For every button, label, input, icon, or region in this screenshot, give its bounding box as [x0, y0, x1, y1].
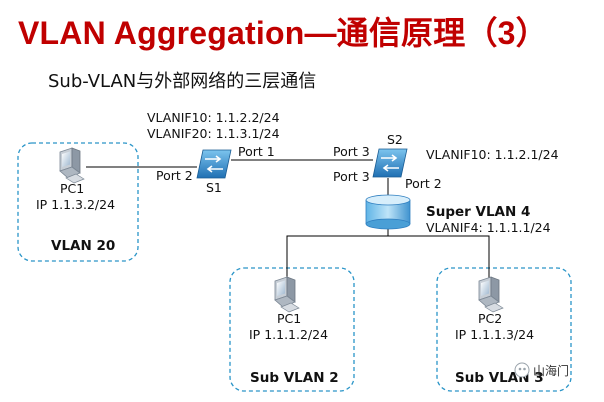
pc-name-label: PC1 [277, 311, 301, 326]
s1-vlanif10-label: VLANIF10: 1.1.2.2/24 [147, 110, 280, 125]
link-supervlan-pc1 [286, 228, 389, 282]
switch-icon [372, 148, 408, 178]
vlan-name-label: Sub VLAN 3 [455, 370, 544, 386]
pc-icon [478, 276, 504, 313]
s1-vlanif20-label: VLANIF20: 1.1.3.1/24 [147, 126, 280, 141]
wechat-logo-icon [514, 362, 530, 378]
super-vlan-vlanif-label: VLANIF4: 1.1.1.1/24 [426, 220, 551, 235]
s1-port-left-label: Port 2 [156, 168, 193, 183]
super-vlan-label: Super VLAN 4 [426, 204, 530, 220]
pc-name-label: PC1 [60, 181, 84, 196]
s2-port-top-label: Port 3 [333, 144, 370, 159]
subvlan3-group-box [436, 267, 572, 392]
switch-icon [196, 149, 232, 179]
pc-ip-label: IP 1.1.1.2/24 [249, 327, 328, 342]
s1-port-right-label: Port 1 [238, 144, 275, 159]
vlan20-group-box [17, 142, 139, 262]
vlan-name-label: VLAN 20 [51, 238, 115, 254]
slide-title: VLAN Aggregation—通信原理（3） [18, 15, 548, 51]
subvlan2-group-box [229, 267, 355, 392]
pc-icon [274, 276, 300, 313]
s1-name-label: S1 [206, 180, 222, 195]
pc-ip-label: IP 1.1.3.2/24 [36, 197, 115, 212]
watermark-text: 山海门 [533, 363, 569, 378]
s2-name-label: S2 [387, 132, 403, 147]
link-supervlan-pc2 [387, 228, 490, 282]
pc-name-label: PC2 [478, 311, 502, 326]
storage-cylinder-icon [365, 194, 411, 230]
s2-port-left-label: Port 3 [333, 169, 370, 184]
pc-ip-label: IP 1.1.1.3/24 [455, 327, 534, 342]
s2-port-down-label: Port 2 [405, 176, 442, 191]
s2-vlanif-label: VLANIF10: 1.1.2.1/24 [426, 147, 559, 162]
vlan-name-label: Sub VLAN 2 [250, 370, 339, 386]
slide-subtitle: Sub-VLAN与外部网络的三层通信 [48, 71, 317, 92]
pc-icon [59, 147, 85, 184]
